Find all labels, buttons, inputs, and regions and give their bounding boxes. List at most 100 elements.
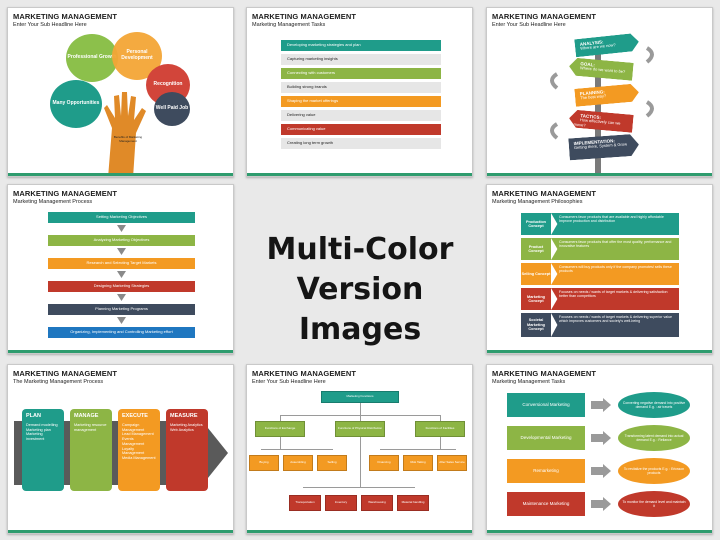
- connector: [261, 449, 333, 450]
- slide-process[interactable]: MARKETING MANAGEMENT Marketing Managemen…: [7, 184, 234, 354]
- node-group: Functions of Facilities: [415, 421, 465, 437]
- connector: [440, 415, 441, 421]
- task-row: Creating long term growth: [281, 138, 441, 149]
- slide-subtitle: Enter Your Sub Headline Here: [252, 379, 326, 385]
- phase-item: Marketing Analytics: [170, 422, 203, 427]
- slide-subtitle: Marketing Management Tasks: [492, 379, 566, 385]
- slide-title: MARKETING MANAGEMENT: [252, 369, 357, 378]
- concept-line: Consumers favor products that are availa…: [559, 215, 664, 219]
- process-step: Organizing, Implementing and Controlling…: [48, 327, 195, 338]
- phase-item: Marketing plan: [26, 427, 51, 432]
- slide-title: MARKETING MANAGEMENT: [492, 369, 597, 378]
- connector: [440, 437, 441, 449]
- slide-subtitle: Marketing Management Philosophies: [492, 199, 583, 205]
- sign-pole: [595, 38, 601, 176]
- task-row: Shaping the market offerings: [281, 96, 441, 107]
- slide-subtitle: Marketing Management Tasks: [252, 22, 326, 28]
- phase-item: Marketing investment: [26, 432, 45, 442]
- center-title-line-1: Multi-Color: [266, 232, 454, 267]
- hand-illustration: [104, 92, 146, 176]
- phase-item: Demand modelling: [26, 422, 58, 427]
- process-step: Analyzing Marketing Objectives: [48, 235, 195, 246]
- bubble-well-paid-job: Well Paid Job: [154, 92, 190, 126]
- connector: [360, 437, 361, 487]
- slide-benefits[interactable]: MARKETING MANAGEMENT Enter Your Sub Head…: [7, 7, 234, 177]
- phase-head: PLAN: [26, 413, 41, 419]
- connector: [280, 415, 281, 421]
- slide-title: MARKETING MANAGEMENT: [13, 12, 118, 21]
- slide-title: MARKETING MANAGEMENT: [252, 12, 357, 21]
- curved-arrows-icon: [550, 46, 654, 140]
- node-root: Marketing Functions: [321, 391, 399, 403]
- node-bottom: Transportation: [289, 495, 321, 511]
- node-bottom: Material handling: [397, 495, 429, 511]
- concept-name: Selling Concept: [521, 263, 551, 285]
- task-row: Capturing marketing insights: [281, 54, 441, 65]
- task-name: Maintenance Marketing: [507, 492, 585, 516]
- connector: [380, 449, 456, 450]
- concept-line: Consumers will buy products only if the …: [559, 265, 672, 274]
- node-leaf: Assembling: [283, 455, 313, 471]
- down-arrows-icon: [117, 225, 126, 324]
- right-arrows-icon: [591, 398, 611, 511]
- task-row: Connecting with customers: [281, 68, 441, 79]
- task-row: Developing marketing strategies and plan: [281, 40, 441, 51]
- node-leaf: Buying: [249, 455, 279, 471]
- concept-name: Product Concept: [521, 238, 551, 260]
- slide-subtitle: Marketing Management Process: [13, 199, 93, 205]
- phase-item: Loyalty Management: [122, 446, 145, 456]
- concept-name: Societal Marketing Concept: [521, 313, 551, 337]
- slide-management-process[interactable]: MARKETING MANAGEMENT The Marketing Manag…: [7, 364, 234, 534]
- node-leaf: Financing: [369, 455, 399, 471]
- node-group: Functions of Exchange: [255, 421, 305, 437]
- phase-item: Web Analytics: [170, 427, 194, 432]
- slide-subtitle: Enter Your Sub Headline Here: [13, 22, 87, 28]
- concept-desc: Consumers will buy products only if the …: [551, 263, 679, 285]
- task-name: Remarketing: [507, 459, 585, 483]
- hand-label: Benefits of Marketing Management: [113, 135, 143, 143]
- node-group: Functions of Physical Distribution: [335, 421, 385, 437]
- process-step: Setting Marketing Objectives: [48, 212, 195, 223]
- slide-title: MARKETING MANAGEMENT: [13, 189, 118, 198]
- slide-functions-tree[interactable]: MARKETING MANAGEMENT Enter Your Sub Head…: [246, 364, 473, 534]
- concept-line: Focuses on needs / wants of target marke…: [559, 315, 673, 324]
- node-leaf: Risk Taking: [403, 455, 433, 471]
- phase-head: EXECUTE: [122, 413, 148, 419]
- process-step: Research and Selecting Target Markets: [48, 258, 195, 269]
- slide-subtitle: Enter Your Sub Headline Here: [492, 22, 566, 28]
- bubble-professional-growth: Professional Growth: [66, 34, 118, 82]
- slide-philosophies[interactable]: MARKETING MANAGEMENT Marketing Managemen…: [486, 184, 713, 354]
- task-desc: Converting negative demand into positive…: [617, 391, 691, 419]
- concept-desc: Focuses on needs / wants of target marke…: [551, 288, 679, 310]
- phase-head: MEASURE: [170, 413, 198, 419]
- phase-item: Campaign Management: [122, 422, 145, 432]
- slide-title: MARKETING MANAGEMENT: [492, 12, 597, 21]
- node-bottom: Warehousing: [361, 495, 393, 511]
- task-desc: To revitalize the products E.g. : Ericss…: [617, 457, 691, 485]
- phase-manage: MANAGE Marketing resource management: [70, 409, 112, 491]
- concept-line: Focuses on needs / wants of target marke…: [559, 290, 668, 299]
- slide-task-rows[interactable]: MARKETING MANAGEMENT Marketing Managemen…: [486, 364, 713, 534]
- node-bottom: Inventory: [325, 495, 357, 511]
- slide-title: MARKETING MANAGEMENT: [13, 369, 118, 378]
- concept-line: Consumers favor products that offer the …: [559, 240, 672, 249]
- concept-line: Improve production and distribution: [559, 219, 616, 224]
- slide-tasks[interactable]: MARKETING MANAGEMENT Marketing Managemen…: [246, 7, 473, 177]
- phase-item: Lead Management: [122, 432, 154, 437]
- task-name: Conversional Marketing: [507, 393, 585, 417]
- slide-subtitle: The Marketing Management Process: [13, 379, 104, 385]
- task-desc: Transforming latent demand into actual d…: [617, 424, 691, 452]
- task-desc: To monitor the demand level and maintain…: [617, 490, 691, 518]
- connector: [360, 403, 361, 415]
- concept-desc: Focuses on needs / wants of target marke…: [551, 313, 679, 337]
- connector: [360, 415, 361, 421]
- phase-measure: MEASURE Marketing Analytics Web Analytic…: [166, 409, 208, 491]
- concept-name: Production Concept: [521, 213, 551, 235]
- node-leaf: Selling: [317, 455, 347, 471]
- slide-signpost[interactable]: MARKETING MANAGEMENT Enter Your Sub Head…: [486, 7, 713, 177]
- bubble-many-opportunities: Many Opportunities: [50, 80, 102, 128]
- task-name: Developmental Marketing: [507, 426, 585, 450]
- process-step: Planning Marketing Programs: [48, 304, 195, 315]
- task-row: Communicating value: [281, 124, 441, 135]
- connector: [303, 487, 415, 488]
